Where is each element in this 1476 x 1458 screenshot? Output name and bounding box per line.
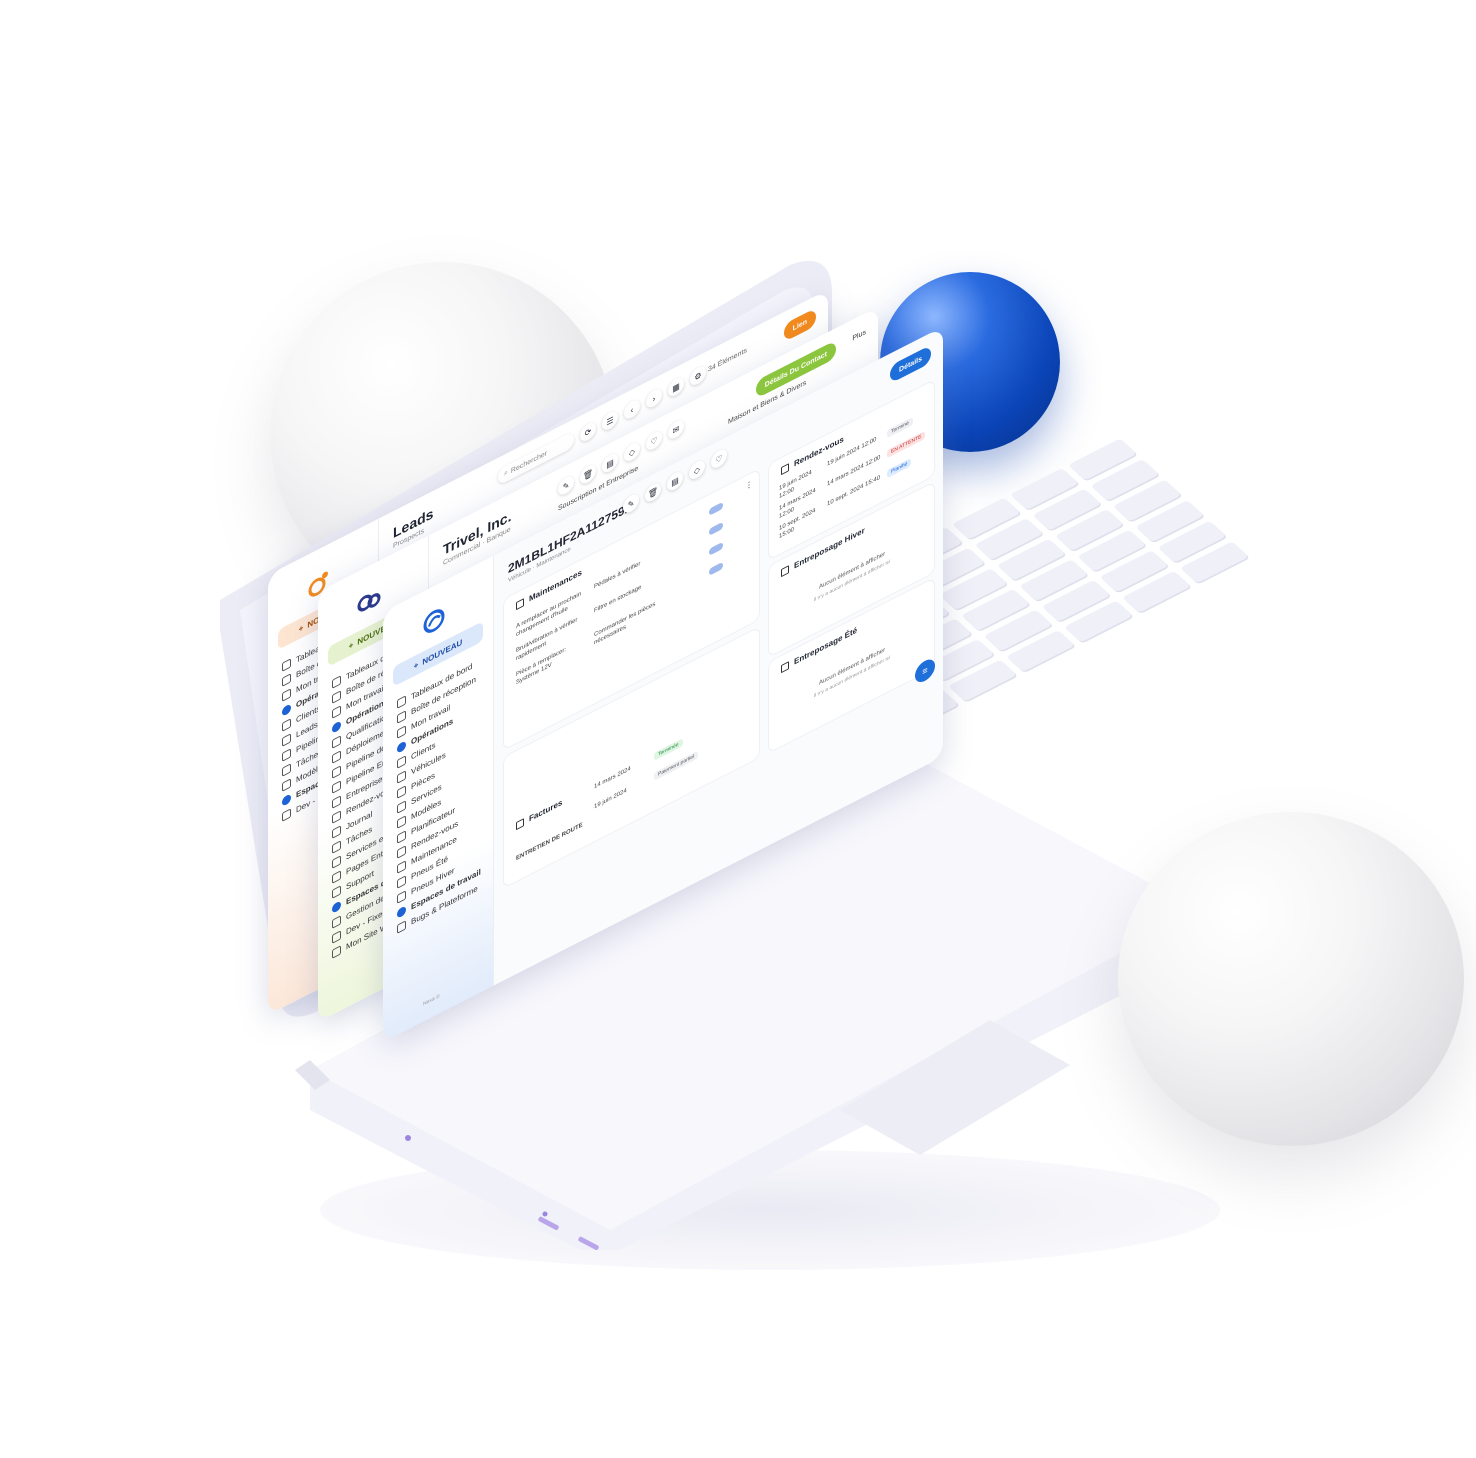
toggle[interactable] [709, 521, 723, 536]
footer-brand: Nexa © [423, 993, 440, 1008]
tag-icon[interactable]: ◇ [624, 439, 640, 465]
box-icon [781, 660, 789, 673]
delete-icon[interactable]: 🗑 [580, 462, 596, 487]
plus-icon: + [298, 622, 304, 634]
delete-icon[interactable]: 🗑 [645, 480, 661, 505]
chevron-right-icon[interactable]: › [646, 386, 662, 411]
count-label: 34 Éléments [708, 346, 747, 374]
sphere-bottom-right [1118, 812, 1464, 1146]
calendar-icon[interactable]: ▤ [602, 451, 618, 476]
status-badge: Planifié [887, 457, 912, 479]
app-logo-icon [308, 571, 328, 597]
app-logo-icon [423, 609, 445, 633]
plus-icon: + [413, 659, 419, 671]
nav-icon [397, 920, 406, 934]
box-icon [781, 564, 789, 577]
toggle[interactable] [709, 541, 723, 556]
maintenance-value: Commander les pièces nécessaires [594, 601, 656, 647]
search-icon: ⌕ [504, 468, 508, 478]
invoice-footer: ENTRETIEN DE ROUTE [516, 822, 583, 863]
nav-icon [282, 808, 291, 822]
toggle[interactable] [709, 501, 723, 516]
grid-icon[interactable]: ▦ [668, 375, 684, 400]
details-button[interactable]: Détails [890, 344, 931, 384]
empty-state: Aucun élément à afficher [818, 647, 886, 687]
card-title: Factures [516, 798, 562, 831]
refresh-icon[interactable]: ⟳ [580, 419, 596, 445]
heart-icon[interactable]: ♡ [711, 446, 727, 471]
list-icon[interactable]: ☰ [602, 408, 618, 433]
calendar-icon[interactable]: ▤ [667, 469, 683, 494]
toggle[interactable] [709, 561, 723, 576]
plus-icon: + [348, 639, 354, 651]
calendar-icon [516, 597, 524, 610]
invoice-icon [516, 817, 524, 830]
link-button[interactable]: Lien [783, 307, 816, 343]
edit-icon[interactable]: ✎ [558, 473, 574, 498]
status-badge: Terminée [654, 738, 683, 761]
more-button[interactable]: Plus [852, 328, 866, 343]
mail-icon[interactable]: ✉ [668, 417, 684, 442]
heart-icon[interactable]: ♡ [646, 428, 662, 453]
tag-icon[interactable]: ◇ [689, 457, 705, 483]
more-icon[interactable]: ⋮ [745, 478, 753, 492]
calendar-icon [781, 462, 789, 475]
app-logo-icon [357, 593, 381, 612]
invoice-date: 19 juin 2024 [594, 787, 627, 811]
settings-icon[interactable]: ⚙ [690, 363, 706, 388]
status-badge: Terminé [887, 417, 913, 439]
nav-icon [332, 945, 341, 959]
chevron-left-icon[interactable]: ‹ [624, 397, 640, 422]
maintenance-value: Pédales à vérifier [594, 560, 641, 591]
